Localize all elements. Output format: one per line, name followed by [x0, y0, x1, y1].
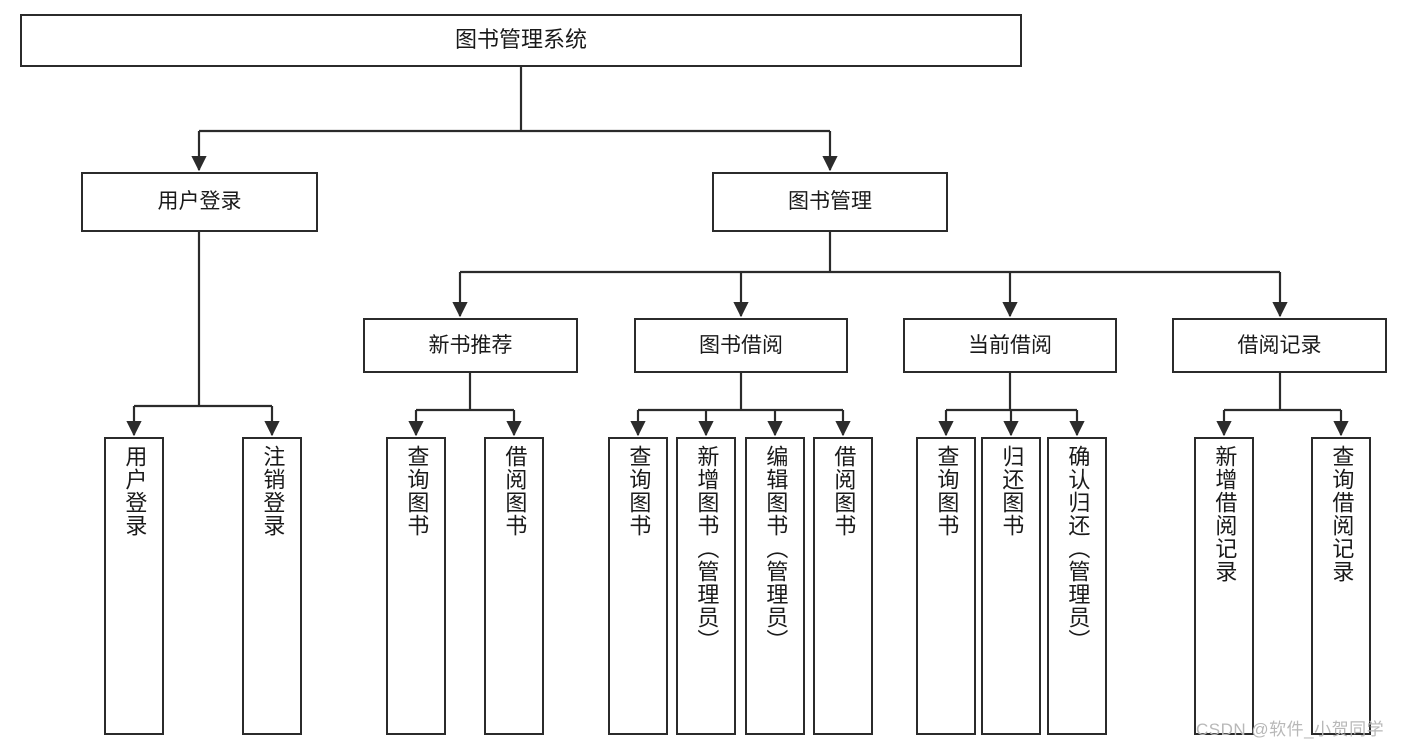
leaf-query-borrow-record[interactable]: 查询借阅记录 — [1311, 437, 1371, 735]
leaf-confirm-return-admin[interactable]: 确认归还（管理员） — [1047, 437, 1107, 735]
node-root-book-management-system[interactable]: 图书管理系统 — [20, 14, 1022, 67]
leaf-add-book-admin[interactable]: 新增图书（管理员） — [676, 437, 736, 735]
leaf-query-book-recommend[interactable]: 查询图书 — [386, 437, 446, 735]
node-new-book-recommend[interactable]: 新书推荐 — [363, 318, 578, 373]
node-borrow-record[interactable]: 借阅记录 — [1172, 318, 1387, 373]
leaf-query-book-borrow[interactable]: 查询图书 — [608, 437, 668, 735]
leaf-add-borrow-record[interactable]: 新增借阅记录 — [1194, 437, 1254, 735]
leaf-borrow-book[interactable]: 借阅图书 — [813, 437, 873, 735]
leaf-query-book-current[interactable]: 查询图书 — [916, 437, 976, 735]
node-book-borrow[interactable]: 图书借阅 — [634, 318, 848, 373]
node-book-management[interactable]: 图书管理 — [712, 172, 948, 232]
leaf-borrow-book-recommend[interactable]: 借阅图书 — [484, 437, 544, 735]
leaf-edit-book-admin[interactable]: 编辑图书（管理员） — [745, 437, 805, 735]
leaf-user-login[interactable]: 用户登录 — [104, 437, 164, 735]
node-current-borrow[interactable]: 当前借阅 — [903, 318, 1117, 373]
node-user-login[interactable]: 用户登录 — [81, 172, 318, 232]
csdn-watermark: CSDN @软件_小贺同学 — [1196, 720, 1385, 739]
leaf-logout[interactable]: 注销登录 — [242, 437, 302, 735]
leaf-return-book[interactable]: 归还图书 — [981, 437, 1041, 735]
